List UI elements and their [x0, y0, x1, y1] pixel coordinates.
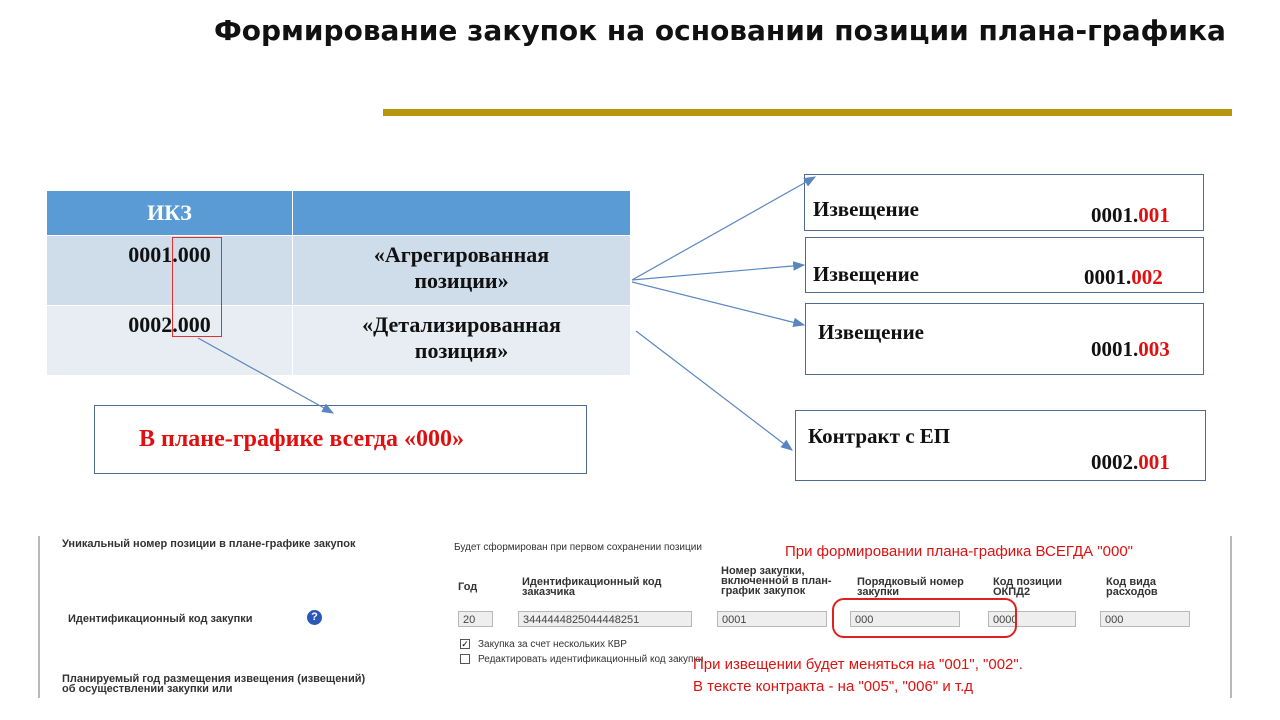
- kvr-checkbox-label: Закупка за счет нескольких КВР: [478, 639, 627, 650]
- desc-line: «Детализированная: [362, 312, 561, 337]
- table-cell-code: 0001.000: [46, 235, 293, 306]
- note-text: В плане-графике всегда «000»: [139, 426, 465, 452]
- purchase-no-field[interactable]: 0001: [717, 611, 827, 627]
- edit-code-checkbox[interactable]: [460, 654, 470, 664]
- kvr-checkbox[interactable]: ✓: [460, 639, 470, 649]
- arrow-line: [635, 330, 793, 451]
- red-note-top: При формировании плана-графика ВСЕГДА "0…: [785, 543, 1134, 560]
- table-header-ikz: ИКЗ: [46, 190, 293, 236]
- notice-number: 0001.003: [1091, 337, 1170, 361]
- contract-label: Контракт с ЕП: [808, 424, 951, 448]
- notice-box-2: Извещение 0001.002: [805, 237, 1204, 293]
- notice-number: 0001.002: [1084, 265, 1163, 289]
- form-screenshot: Уникальный номер позиции в плане-графике…: [38, 536, 1232, 698]
- col-year: Год: [458, 581, 478, 593]
- unique-position-label: Уникальный номер позиции в плане-графике…: [62, 538, 356, 550]
- notice-number: 0001.001: [1091, 203, 1170, 227]
- col-expense-type: Код вида расходов: [1106, 576, 1158, 598]
- purchase-code-label: Идентификационный код закупки: [68, 613, 253, 625]
- notice-box-3: Извещение 0001.003: [805, 303, 1204, 375]
- note-box: В плане-графике всегда «000»: [94, 405, 587, 474]
- contract-number: 0002.001: [1091, 450, 1170, 474]
- year-field[interactable]: 20: [458, 611, 493, 627]
- planned-year-label: Планируемый год размещения извещения (из…: [62, 673, 366, 695]
- arrow-line: [631, 176, 817, 281]
- notice-box-1: Извещение 0001.001: [804, 174, 1204, 231]
- table-row: 0001.000 «Агрегированная позиции»: [46, 235, 631, 306]
- notice-label: Извещение: [818, 320, 925, 344]
- red-note-bottom-1: При извещении будет меняться на "001", "…: [693, 656, 1023, 673]
- edit-code-checkbox-label: Редактировать идентификационный код заку…: [478, 654, 704, 665]
- table-cell-desc: «Агрегированная позиции»: [292, 235, 631, 306]
- arrow-line: [197, 337, 335, 414]
- col-customer-code: Идентификационный код заказчика: [522, 576, 662, 598]
- desc-line: позиция»: [414, 338, 509, 363]
- seq-no-field[interactable]: 000: [850, 611, 960, 627]
- table-row: 0002.000 «Детализированная позиция»: [46, 305, 631, 376]
- title-underline: [383, 109, 1232, 116]
- page-title: Формирование закупок на основании позици…: [214, 14, 1226, 47]
- col-purchase-no: Номер закупки, включенной в план-график …: [721, 565, 832, 597]
- arrow-line: [631, 261, 806, 281]
- col-seq-no: Порядковый номер закупки: [857, 576, 964, 598]
- table-cell-code: 0002.000: [46, 305, 293, 376]
- okpd2-field[interactable]: 0000: [988, 611, 1076, 627]
- help-icon[interactable]: ?: [307, 610, 322, 625]
- table-cell-desc: «Детализированная позиция»: [292, 305, 631, 376]
- notice-label: Извещение: [813, 197, 920, 221]
- contract-box: Контракт с ЕП 0002.001: [795, 410, 1206, 481]
- customer-code-field[interactable]: 3444444825044448251: [518, 611, 692, 627]
- red-note-bottom-2: В тексте контракта - на "005", "006" и т…: [693, 678, 973, 695]
- seq-no-highlight-oval: [832, 598, 1017, 638]
- highlight-rectangle: [172, 237, 222, 337]
- notice-label: Извещение: [813, 262, 920, 286]
- desc-line: позиции»: [414, 268, 509, 293]
- ikz-table: ИКЗ 0001.000 «Агрегированная позиции» 00…: [46, 190, 631, 376]
- col-okpd2: Код позиции ОКПД2: [993, 576, 1063, 598]
- formed-note: Будет сформирован при первом сохранении …: [454, 542, 702, 553]
- expense-type-field[interactable]: 000: [1100, 611, 1190, 627]
- desc-line: «Агрегированная: [373, 242, 550, 267]
- arrow-line: [631, 281, 806, 328]
